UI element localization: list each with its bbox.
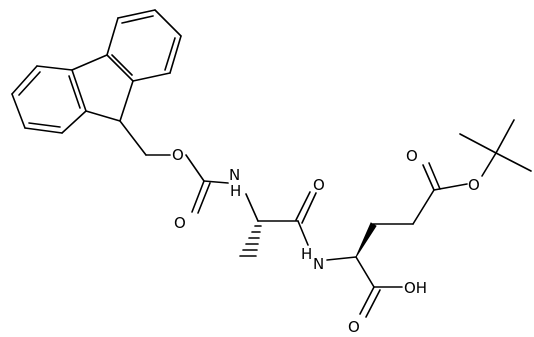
fmoc-carbamate <box>119 120 229 214</box>
nh-alanine-h-label: H <box>230 182 241 200</box>
glutamate-residue <box>326 162 468 318</box>
carbonyl-oxygen-fmoc-label: O <box>174 214 186 232</box>
nh-alanine-n-label: N <box>229 166 240 184</box>
hydroxyl-acid-label: OH <box>404 279 427 297</box>
carbonyl-oxygen-alanine-label: O <box>313 176 325 194</box>
fluorene-ring-system <box>11 9 182 134</box>
alanine-residue <box>239 191 317 257</box>
nh-glutamate-h-label: H <box>301 245 312 263</box>
carbonyl-oxygen-acid-label: O <box>348 318 360 336</box>
nh-glutamate-n-label: N <box>313 255 324 273</box>
ester-oxygen-tbu-label: O <box>468 176 480 194</box>
tert-butyl-group <box>459 119 532 177</box>
ester-oxygen-label: O <box>172 146 184 164</box>
carbonyl-oxygen-tbu-ester-label: O <box>406 147 418 165</box>
